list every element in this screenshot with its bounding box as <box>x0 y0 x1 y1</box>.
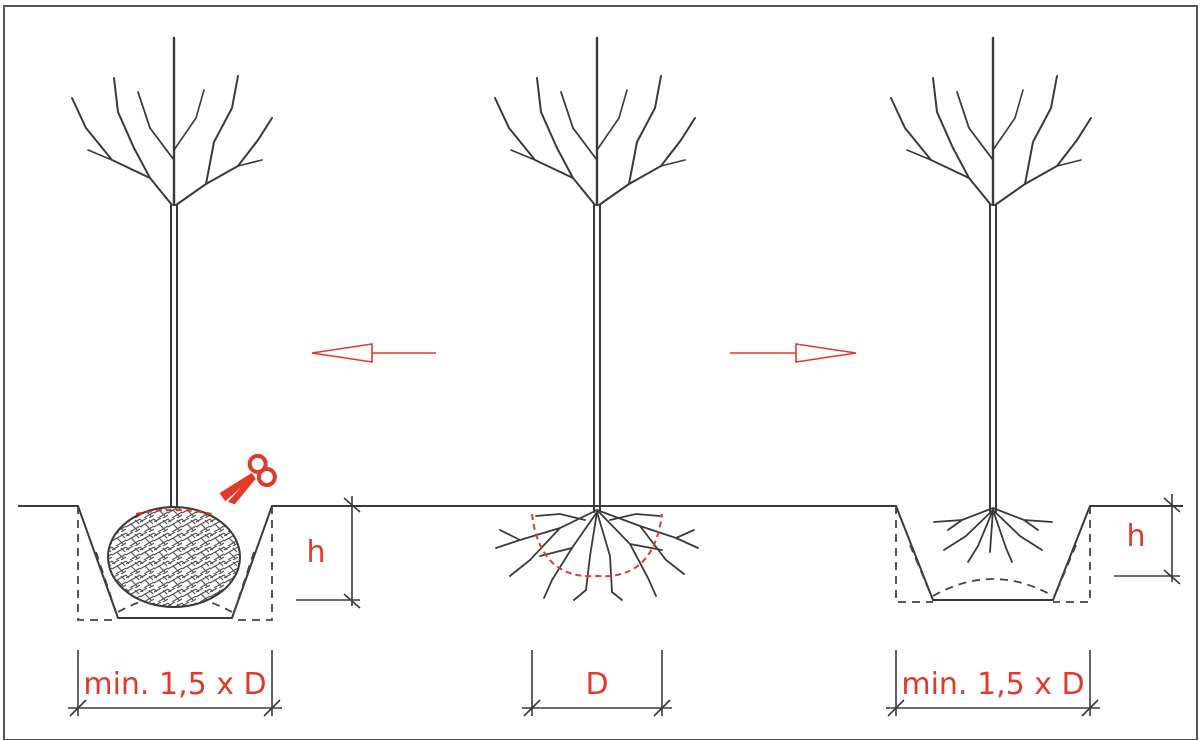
root-cut-arc <box>531 513 663 578</box>
width-dimension-center <box>522 650 672 717</box>
depth-dimension-left <box>296 496 361 609</box>
width-label-left: min. 1,5 x D <box>83 667 266 702</box>
tree-right <box>890 36 1092 513</box>
depth-dimension-right <box>1114 494 1181 585</box>
width-dimension-left <box>68 650 282 717</box>
root-ball <box>107 506 241 608</box>
outer-border <box>3 5 1198 740</box>
arrow-left <box>311 343 436 363</box>
width-label-right: min. 1,5 x D <box>901 667 1084 702</box>
depth-label-left: h <box>306 535 325 570</box>
ground-line <box>18 505 1183 619</box>
pit-outline-right <box>895 506 1091 603</box>
pruned-roots-right <box>933 507 1053 563</box>
tree-left <box>71 36 273 513</box>
bare-roots-center <box>495 509 699 601</box>
arrow-right <box>730 343 857 363</box>
width-label-center: D <box>585 667 608 702</box>
scissors-icon <box>219 453 277 505</box>
width-dimension-right <box>886 650 1100 717</box>
tree-center <box>494 36 696 513</box>
depth-label-right: h <box>1126 519 1145 554</box>
